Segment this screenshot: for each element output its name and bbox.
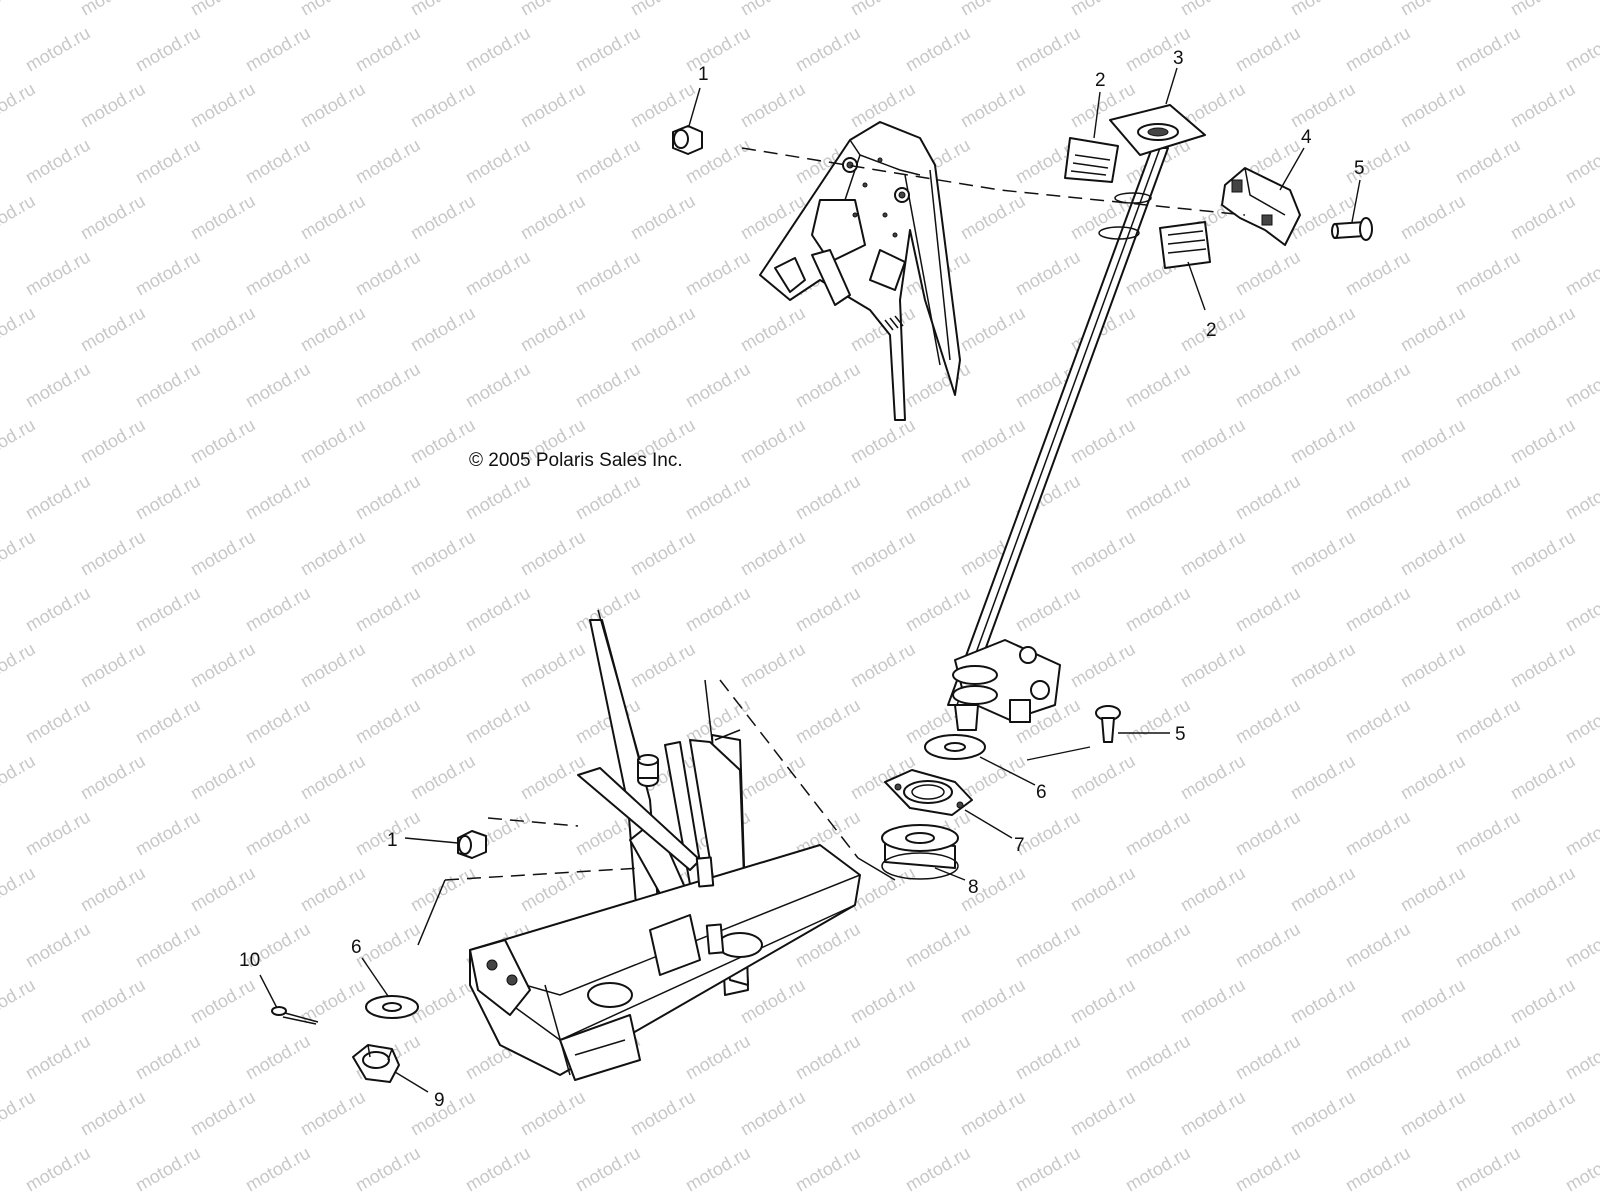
flange — [884, 769, 973, 816]
assembly-line — [444, 867, 641, 881]
leader-line — [394, 1071, 429, 1093]
leader-line — [1187, 261, 1206, 311]
callout-5-upper: 5 — [1354, 158, 1365, 179]
callout-1-upper: 1 — [698, 64, 709, 85]
callout-6-upper: 6 — [1036, 782, 1047, 803]
bolt-lower — [1095, 705, 1121, 743]
leader-line — [1279, 147, 1305, 191]
clamp — [1221, 167, 1301, 246]
callout-8: 8 — [968, 877, 979, 898]
nut-upper — [672, 125, 703, 155]
callout-4: 4 — [1301, 127, 1312, 148]
assembly-line — [1026, 746, 1091, 761]
leader-line — [404, 837, 459, 844]
steering-post — [947, 104, 1206, 731]
nut-lower — [457, 830, 487, 859]
callout-2-upper: 2 — [1095, 70, 1106, 91]
assembly-line — [487, 817, 579, 827]
leader-line — [1093, 91, 1101, 139]
callout-10: 10 — [239, 950, 260, 971]
bolt-upper — [1331, 217, 1373, 241]
leader-line — [259, 974, 278, 1009]
assembly-line — [857, 857, 896, 881]
leader-line — [979, 756, 1036, 786]
assembly-line — [719, 679, 859, 859]
callout-1-lower: 1 — [387, 830, 398, 851]
washer-upper — [924, 734, 986, 760]
callout-2-lower: 2 — [1206, 320, 1217, 341]
leader-line — [1351, 179, 1361, 223]
assembly-line — [417, 879, 446, 946]
callout-5-lower: 5 — [1175, 724, 1186, 745]
leader-line — [964, 809, 1013, 839]
lower-frame — [469, 609, 861, 1081]
bushing-upper-a — [1064, 137, 1119, 183]
copyright-text: © 2005 Polaris Sales Inc. — [469, 450, 683, 471]
leader-line — [361, 957, 389, 997]
castle-nut — [352, 1044, 400, 1083]
callout-6-lower: 6 — [351, 937, 362, 958]
bearing — [881, 824, 959, 880]
callout-7: 7 — [1014, 835, 1025, 856]
leader-line — [1165, 67, 1178, 105]
cotter-pin — [271, 1006, 319, 1025]
upper-frame-bracket — [759, 121, 961, 421]
callout-3: 3 — [1173, 48, 1184, 69]
assembly-line — [741, 147, 1246, 216]
leader-line — [934, 867, 966, 881]
bushing-upper-b — [1159, 221, 1211, 269]
washer-lower — [365, 995, 419, 1019]
leader-line — [688, 87, 701, 127]
callout-9: 9 — [434, 1090, 445, 1111]
